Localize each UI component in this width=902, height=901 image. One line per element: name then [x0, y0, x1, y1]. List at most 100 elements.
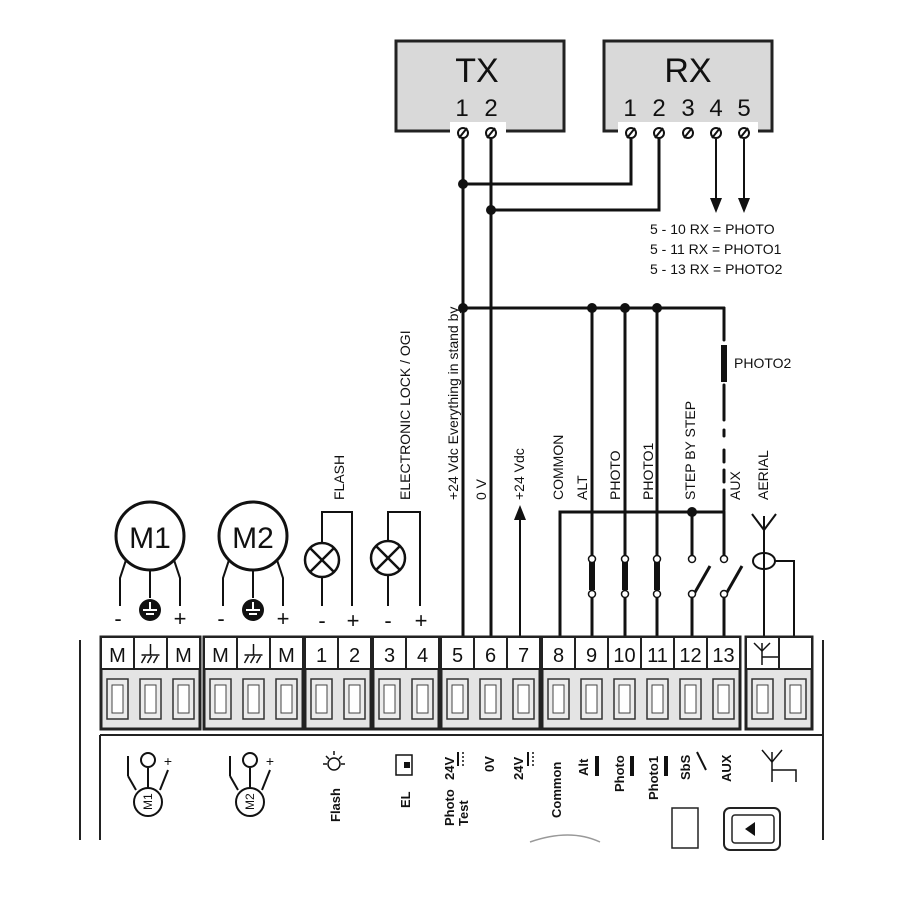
- terminal-cell: [166, 636, 201, 670]
- terminal-cell: [269, 636, 304, 670]
- ground-icon: [243, 644, 263, 664]
- rx-pin-3: 3: [681, 95, 694, 122]
- bottom-photo-test-v: 24V: [442, 757, 457, 780]
- terminal-cell: [574, 636, 609, 670]
- bottom-legend: M1 + M2 + Flash: [127, 749, 797, 851]
- arrow-left-icon: [745, 822, 755, 836]
- terminal-cell: [506, 636, 541, 670]
- switch-icon: [687, 510, 712, 642]
- terminal-screw-slot: [451, 684, 464, 714]
- terminal-label: M: [109, 645, 126, 667]
- lamp-icon: [303, 541, 341, 579]
- terminal-screw-slot: [756, 684, 769, 714]
- sun-icon: [323, 751, 345, 771]
- lamp-icon: [369, 539, 407, 577]
- v24-output-arrow: [514, 505, 526, 640]
- bottom-motor-m2: M2 +: [229, 752, 274, 817]
- terminal-label: 8: [553, 645, 564, 667]
- terminal-label: 6: [485, 645, 496, 667]
- bottom-motor-m1: M1 +: [127, 752, 172, 817]
- bottom-common: Common: [549, 762, 564, 818]
- terminal-screw-slot: [618, 684, 631, 714]
- terminal-cell: [541, 636, 576, 670]
- switch-icon: [719, 510, 744, 642]
- bottom-photo: Photo: [612, 755, 627, 792]
- terminal-screw-slot: [585, 684, 598, 714]
- terminal-screw-slot: [280, 684, 293, 714]
- upper-wiring: [458, 137, 750, 642]
- bottom-24v: 24V: [511, 757, 526, 780]
- flash-minus: -: [318, 608, 325, 633]
- terminal-screw-slot: [383, 684, 396, 714]
- terminal-cell: [778, 636, 813, 670]
- tx-pin-1: 1: [455, 95, 468, 122]
- bottom-0v: 0V: [482, 756, 497, 772]
- terminal-label: 11: [647, 645, 668, 667]
- terminal-screw-slot: [484, 684, 497, 714]
- motor-m2-plus: +: [277, 606, 290, 631]
- lock-icon: [395, 754, 413, 776]
- terminal-label: 10: [613, 645, 635, 667]
- terminal-screw-slot: [552, 684, 565, 714]
- terminal-cell: [372, 636, 407, 670]
- rx-note-photo1: 5 - 11 RX = PHOTO1: [650, 241, 782, 257]
- bottom-m2-plus: +: [266, 753, 274, 769]
- ground-icon: [242, 599, 264, 621]
- tx-unit: TX 1 2: [394, 39, 566, 144]
- bottom-photo1: Photo1: [646, 756, 661, 800]
- terminal-screw-slot: [789, 684, 802, 714]
- vertical-labels: FLASH ELECTRONIC LOCK / OGI +24 Vdc Ever…: [331, 307, 771, 500]
- tx-pin-2: 2: [484, 95, 497, 122]
- rx-pin-2: 2: [652, 95, 665, 122]
- terminal-screw-slot: [315, 684, 328, 714]
- terminal-screw-slot: [177, 684, 190, 714]
- bottom-aux: AUX: [719, 754, 734, 782]
- terminal-cell: [640, 636, 675, 670]
- rx-pin-5: 5: [737, 95, 750, 122]
- bottom-photo-test-2: Test: [456, 800, 471, 826]
- label-photo1: PHOTO1: [640, 442, 656, 500]
- label-24v: +24 Vdc: [511, 448, 527, 500]
- terminal-screw-slot: [111, 684, 124, 714]
- terminal-label: 3: [384, 645, 395, 667]
- input-wiring: [558, 507, 744, 642]
- bottom-m1-label: M1: [141, 793, 155, 810]
- label-0v: 0 V: [473, 478, 489, 500]
- terminal-label: 5: [452, 645, 463, 667]
- label-flash: FLASH: [331, 455, 347, 500]
- tx-screw-2: [485, 127, 497, 139]
- terminal-label: M: [212, 645, 229, 667]
- motor-m2-minus: -: [217, 606, 224, 631]
- motor-m2: M2 - +: [217, 500, 290, 631]
- rx-unit: RX 1 2 3 4 5: [602, 39, 774, 144]
- motor-m1-minus: -: [114, 606, 121, 631]
- label-lock: ELECTRONIC LOCK / OGI: [397, 330, 413, 500]
- motor-m1-plus: +: [174, 606, 187, 631]
- bottom-alt: Alt: [576, 758, 591, 776]
- bottom-flash: Flash: [328, 788, 343, 822]
- ground-icon: [139, 599, 161, 621]
- terminal-cell: [337, 636, 372, 670]
- label-alt: ALT: [574, 475, 590, 500]
- label-photo: PHOTO: [607, 450, 623, 500]
- terminal-screw-slot: [348, 684, 361, 714]
- rx-pin-1: 1: [623, 95, 636, 122]
- terminal-label: 12: [679, 645, 701, 667]
- terminal-cell: [304, 636, 339, 670]
- motor-m2-label: M2: [232, 522, 274, 555]
- motor-m1-label: M1: [129, 522, 171, 555]
- terminal-cell: [440, 636, 475, 670]
- tx-title: TX: [455, 52, 498, 90]
- terminal-label: 2: [349, 645, 360, 667]
- terminal-cell: [473, 636, 508, 670]
- terminal-screw-slot: [684, 684, 697, 714]
- terminal-screw-slot: [517, 684, 530, 714]
- terminal-label: 13: [712, 645, 734, 667]
- terminal-screw-slot: [651, 684, 664, 714]
- label-common: COMMON: [550, 435, 566, 500]
- terminal-screw-slot: [214, 684, 227, 714]
- ground-icon: [140, 644, 160, 664]
- bottom-photo-test-1: Photo: [442, 789, 457, 826]
